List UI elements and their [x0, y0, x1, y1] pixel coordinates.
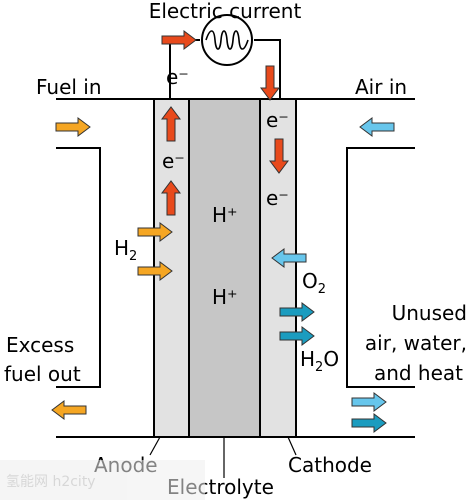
- unused-output-label: air, water,: [365, 331, 467, 355]
- site-watermark: 氢能网 h2city: [0, 460, 205, 500]
- electron-label: e⁻: [166, 65, 189, 89]
- anode-leader-line: [149, 436, 161, 456]
- circuit-electron-arrow: [161, 30, 197, 50]
- excess-fuel-arrow: [51, 400, 87, 420]
- exhaust-air-arrow: [351, 392, 387, 412]
- proton-label: H⁺: [212, 203, 238, 227]
- excess-fuel-label: Excess: [6, 333, 74, 357]
- unused-output-label: and heat: [374, 361, 463, 385]
- cathode-label: Cathode: [288, 453, 372, 477]
- water-label: H2O: [300, 347, 339, 375]
- external-circuit-wire-right: [254, 39, 281, 99]
- electric-current-label: Electric current: [149, 0, 302, 23]
- unused-output-label: Unused: [392, 301, 467, 325]
- resistor-coil-icon: [205, 30, 249, 50]
- cathode-electron-arrow: [260, 65, 280, 101]
- cathode-leader-line: [287, 436, 297, 456]
- hydrogen-label: H2: [114, 236, 137, 264]
- electron-label: e⁻: [266, 186, 289, 210]
- fuel-channel-wall: [56, 147, 101, 388]
- svg-text:氢能网 h2city: 氢能网 h2city: [6, 474, 96, 490]
- fuel-in-arrow: [55, 117, 91, 137]
- air-channel-wall: [346, 147, 415, 388]
- excess-fuel-label: fuel out: [4, 362, 81, 386]
- electron-label: e⁻: [162, 149, 185, 173]
- air-in-label: Air in: [355, 75, 407, 99]
- exhaust-water-arrow: [351, 413, 387, 433]
- oxygen-label: O2: [302, 269, 326, 297]
- fuel-in-label: Fuel in: [36, 75, 102, 99]
- electrolyte-layer: [188, 98, 262, 438]
- electron-label: e⁻: [266, 108, 289, 132]
- proton-label: H⁺: [212, 285, 238, 309]
- air-in-arrow: [359, 117, 395, 137]
